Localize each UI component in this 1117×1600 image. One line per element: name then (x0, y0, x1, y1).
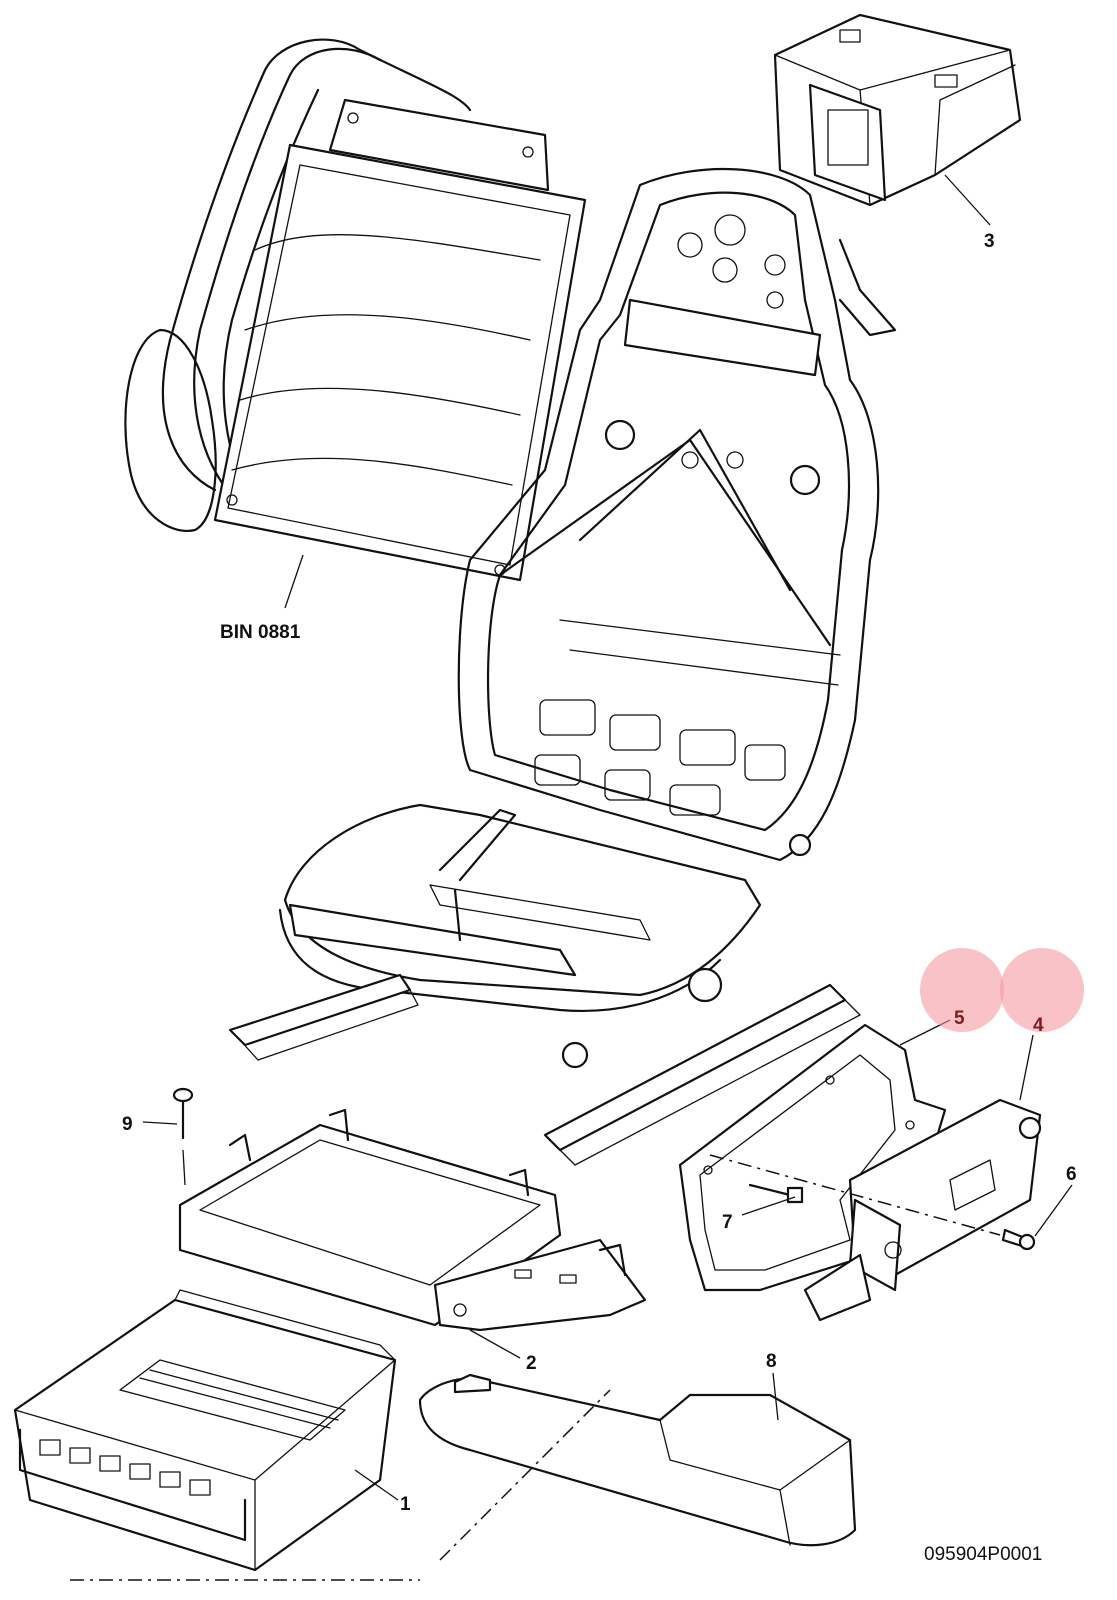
seat-frame (278, 167, 897, 1069)
leader-lines (142, 174, 1073, 1501)
callout-2[interactable]: 2 (526, 1353, 537, 1374)
callout-9[interactable]: 9 (122, 1114, 133, 1135)
callout-bin-0881[interactable]: BIN 0881 (220, 622, 301, 643)
control-unit (13, 1289, 397, 1572)
base-frame (172, 1087, 647, 1332)
callout-5[interactable]: 5 (954, 1008, 965, 1029)
side-cover (70, 1373, 857, 1581)
switch-unit (803, 1098, 1042, 1322)
fasteners-7-6 (709, 1154, 1036, 1251)
figure-code: 095904P0001 (924, 1544, 1042, 1565)
callout-7[interactable]: 7 (722, 1212, 733, 1233)
callout-labels: BIN 0881 1 2 3 4 5 6 7 8 9 095904P0001 (122, 231, 1077, 1565)
seat-back-panel (124, 38, 587, 582)
callout-4[interactable]: 4 (1033, 1015, 1044, 1036)
callout-8[interactable]: 8 (766, 1351, 777, 1372)
callout-1[interactable]: 1 (400, 1494, 411, 1515)
highlight-callout-5 (920, 948, 1004, 1032)
callout-3[interactable]: 3 (984, 231, 995, 252)
connector-module (773, 13, 1022, 207)
callout-6[interactable]: 6 (1066, 1164, 1077, 1185)
callout-highlights (920, 948, 1084, 1032)
seat-rails (228, 973, 861, 1166)
highlight-callout-4 (1000, 948, 1084, 1032)
